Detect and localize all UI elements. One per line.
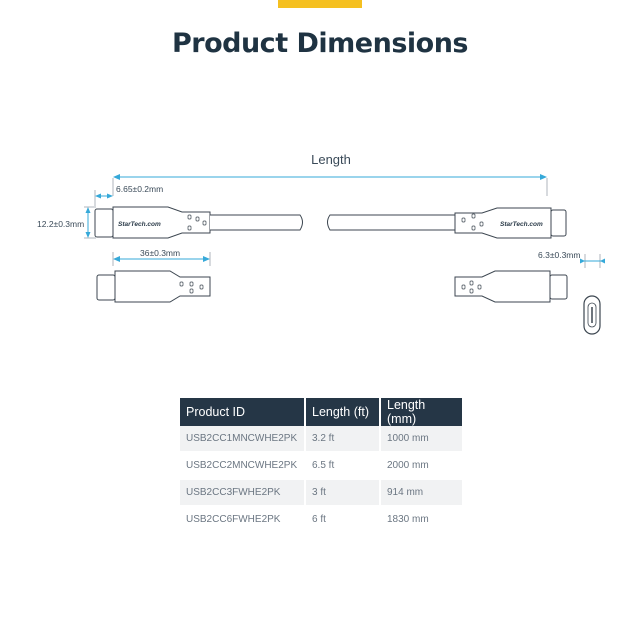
cell-length-ft: 3.2 ft [305,426,381,453]
left-connector-side-view: StarTech.com [94,206,303,239]
cell-length-mm: 914 mm [380,479,462,507]
cell-product-id: USB2CC3FWHE2PK [180,479,306,507]
header-length-ft: Length (ft) [305,398,381,426]
table-header-row: Product ID Length (ft) Length (mm) [180,398,462,426]
cell-length-mm: 1830 mm [380,506,462,534]
length-label: Length [311,152,351,167]
connector-thickness-label: 6.3±0.3mm [538,250,580,260]
housing-length-label: 36±0.3mm [140,248,180,258]
cell-product-id: USB2CC6FWHE2PK [180,506,306,534]
right-connector-side-view: StarTech.com [327,207,567,239]
table-row: USB2CC2MNCWHE2PK 6.5 ft 2000 mm [180,452,462,480]
cell-length-mm: 1000 mm [380,426,462,453]
header-length-mm: Length (mm) [380,398,462,426]
cell-length-ft: 6.5 ft [305,452,381,480]
table-row: USB2CC1MNCWHE2PK 3.2 ft 1000 mm [180,426,462,453]
product-spec-table: Product ID Length (ft) Length (mm) USB2C… [180,398,462,534]
connector-end-view [583,295,601,335]
header-product-id: Product ID [180,398,306,426]
cell-product-id: USB2CC1MNCWHE2PK [180,426,306,453]
brand-logo-right: StarTech.com [500,221,543,228]
cell-length-ft: 6 ft [305,506,381,534]
table-row: USB2CC3FWHE2PK 3 ft 914 mm [180,479,462,507]
left-connector-top-view [96,270,211,303]
connector-height-label: 12.2±0.3mm [37,219,84,229]
right-connector-top-view [454,270,568,303]
cell-length-mm: 2000 mm [380,452,462,480]
cell-length-ft: 3 ft [305,479,381,507]
tip-length-label: 6.65±0.2mm [116,184,163,194]
page-title: Product Dimensions [171,28,469,59]
cable-dimension-diagram: Length 6.65±0.2mm 12.2±0.3mm StarTech.co… [37,152,605,335]
brand-logo-left: StarTech.com [118,221,161,228]
cell-product-id: USB2CC2MNCWHE2PK [180,452,306,480]
accent-bar [278,0,362,8]
table-row: USB2CC6FWHE2PK 6 ft 1830 mm [180,506,462,534]
